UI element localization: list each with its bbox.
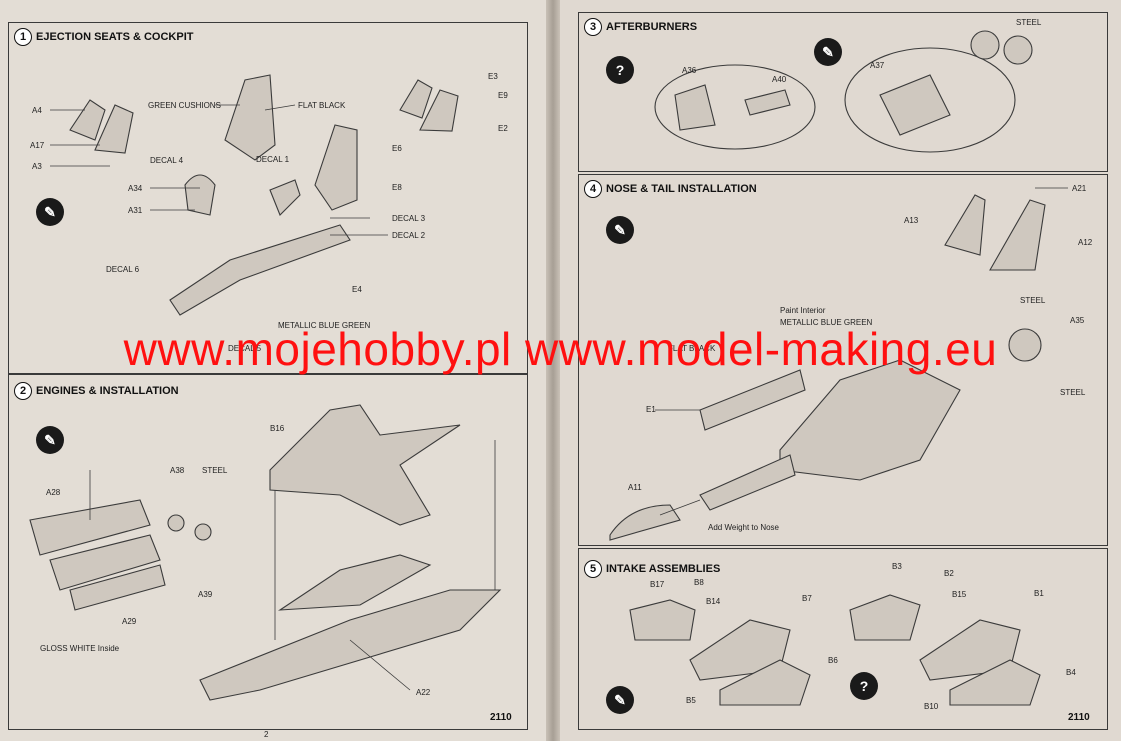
part-label: A4	[32, 106, 42, 115]
part-label: E2	[498, 124, 508, 133]
part-label: DECAL 3	[392, 214, 426, 223]
part-label: B7	[802, 594, 812, 603]
paint-label: GLOSS WHITE Inside	[40, 644, 120, 653]
step-number: 3	[584, 18, 602, 36]
part-label: DECAL 5	[228, 344, 262, 353]
part-label: B15	[952, 590, 967, 599]
part-label: A36	[682, 66, 697, 75]
step-5-header: 5 INTAKE ASSEMBLIES	[584, 560, 720, 578]
kit-number: 2110	[490, 712, 512, 723]
part-label: A39	[198, 590, 213, 599]
paint-icon: ✎	[36, 426, 64, 454]
paint-icon: ✎	[814, 38, 842, 66]
page-spine	[546, 0, 560, 741]
step-1-header: 1 EJECTION SEATS & COCKPIT	[14, 28, 193, 46]
part-label: B4	[1066, 668, 1076, 677]
part-label: B3	[892, 562, 902, 571]
paint-icon: ✎	[606, 216, 634, 244]
step-title: EJECTION SEATS & COCKPIT	[36, 31, 194, 43]
part-label: B8	[694, 578, 704, 587]
note-label: Add Weight to Nose	[708, 523, 780, 532]
part-label: A40	[772, 75, 787, 84]
part-label: A22	[416, 688, 431, 697]
part-label: A35	[1070, 316, 1085, 325]
paint-label: FLAT BLACK	[298, 101, 346, 110]
panel-step-3	[578, 12, 1108, 172]
step-title: NOSE & TAIL INSTALLATION	[606, 183, 757, 195]
part-label: E6	[392, 144, 402, 153]
part-label: B10	[924, 702, 939, 711]
part-label: B16	[270, 424, 285, 433]
part-label: A12	[1078, 238, 1093, 247]
step-2-header: 2 ENGINES & INSTALLATION	[14, 382, 179, 400]
step-number: 4	[584, 180, 602, 198]
step-title: AFTERBURNERS	[606, 21, 698, 33]
part-label: A31	[128, 206, 143, 215]
question-icon: ?	[850, 672, 878, 700]
part-label: A11	[628, 483, 642, 492]
part-label: DECAL 6	[106, 265, 140, 274]
part-label: A13	[904, 216, 919, 225]
part-label: B6	[828, 656, 838, 665]
part-label: A37	[870, 61, 885, 70]
part-label: A3	[32, 162, 42, 171]
step-number: 2	[14, 382, 32, 400]
watermark-text: www.mojehobby.pl www.model-making.eu	[123, 323, 998, 375]
paint-label: Paint Interior	[780, 306, 826, 315]
part-label: E3	[488, 72, 498, 81]
part-label: A17	[30, 141, 45, 150]
paint-label: METALLIC BLUE GREEN	[780, 318, 873, 327]
panel-step-5	[578, 548, 1108, 730]
paint-icon: ✎	[606, 686, 634, 714]
part-label: B14	[706, 597, 721, 606]
step-3-header: 3 AFTERBURNERS	[584, 18, 697, 36]
question-icon: ?	[606, 56, 634, 84]
paint-label: GREEN CUSHIONS	[148, 101, 221, 110]
paint-icon: ✎	[36, 198, 64, 226]
part-label: A38	[170, 466, 185, 475]
paint-label: STEEL	[202, 466, 228, 475]
panel-step-4	[578, 174, 1108, 546]
page-number: 2	[264, 730, 269, 739]
paint-label: FLAT BLACK	[668, 344, 716, 353]
panel-step-1	[8, 22, 528, 374]
part-label: B1	[1034, 589, 1044, 598]
part-label: B17	[650, 580, 665, 589]
part-label: A28	[46, 488, 61, 497]
part-label: DECAL 2	[392, 231, 426, 240]
paint-label: STEEL	[1020, 296, 1046, 305]
part-label: E4	[352, 285, 362, 294]
part-label: E1	[646, 405, 656, 414]
kit-number: 2110	[1068, 712, 1090, 723]
part-label: B2	[944, 569, 954, 578]
part-label: DECAL 4	[150, 156, 184, 165]
part-label: A34	[128, 184, 143, 193]
part-label: A29	[122, 617, 137, 626]
step-title: INTAKE ASSEMBLIES	[606, 563, 721, 575]
step-4-header: 4 NOSE & TAIL INSTALLATION	[584, 180, 757, 198]
step-number: 5	[584, 560, 602, 578]
panel-step-2	[8, 374, 528, 730]
part-label: B5	[686, 696, 696, 705]
paint-label: STEEL	[1016, 18, 1042, 27]
step-title: ENGINES & INSTALLATION	[36, 385, 179, 397]
part-label: DECAL 1	[256, 155, 290, 164]
paint-label: METALLIC BLUE GREEN	[278, 321, 371, 330]
part-label: E9	[498, 91, 508, 100]
step-number: 1	[14, 28, 32, 46]
paint-label: STEEL	[1060, 388, 1086, 397]
part-label: E8	[392, 183, 402, 192]
part-label: A21	[1072, 184, 1087, 193]
